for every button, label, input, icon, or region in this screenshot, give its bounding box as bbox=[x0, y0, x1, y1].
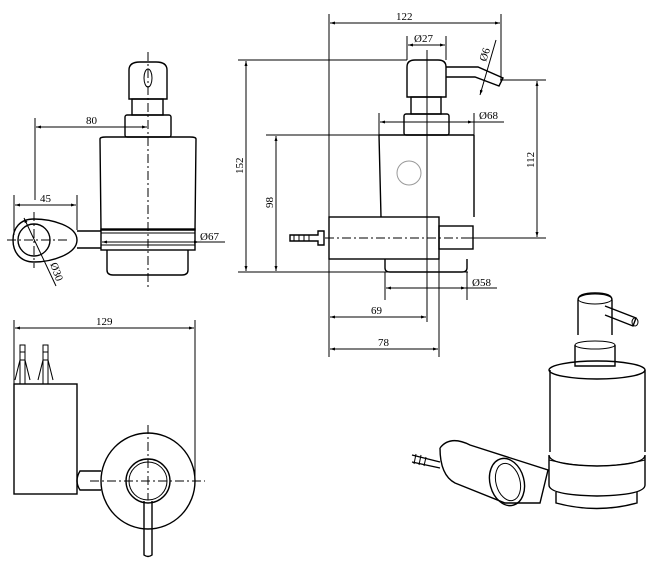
dim-cup-58: Ø58 bbox=[472, 277, 491, 289]
holder-ring bbox=[100, 228, 196, 251]
dim-collar-68: Ø68 bbox=[479, 110, 498, 122]
isometric-view bbox=[411, 292, 646, 510]
dim-45: 45 bbox=[40, 193, 52, 205]
wall-plate bbox=[12, 218, 78, 263]
wall-block bbox=[13, 383, 78, 495]
dim-78: 78 bbox=[378, 337, 390, 349]
dim-plate-30: Ø30 bbox=[47, 261, 65, 283]
dim-head-27: Ø27 bbox=[414, 33, 433, 45]
iso-screw bbox=[411, 454, 441, 469]
wall-screw bbox=[289, 230, 325, 246]
wall-anchors bbox=[14, 344, 54, 385]
dim-98: 98 bbox=[264, 197, 276, 209]
glass-body bbox=[99, 136, 197, 231]
spout-top bbox=[143, 501, 153, 558]
hole-circle bbox=[396, 160, 422, 186]
dim-112: 112 bbox=[525, 152, 537, 168]
dim-122: 122 bbox=[396, 11, 413, 23]
side-view: 122 Ø27 Ø6 152 98 112 Ø68 bbox=[234, 11, 546, 357]
spout bbox=[446, 66, 504, 87]
bottom-cup bbox=[106, 250, 189, 276]
dim-69: 69 bbox=[371, 305, 383, 317]
dim-152: 152 bbox=[234, 158, 246, 175]
pump-cap bbox=[128, 61, 168, 100]
top-view: 129 bbox=[13, 316, 205, 558]
pump-head bbox=[406, 59, 447, 98]
front-view: 80 45 Ø67 Ø30 bbox=[7, 52, 225, 288]
dim-spout-6: Ø6 bbox=[477, 46, 493, 63]
dim-ring-67: Ø67 bbox=[200, 231, 219, 243]
dim-80: 80 bbox=[86, 115, 98, 127]
dim-129: 129 bbox=[96, 316, 113, 328]
